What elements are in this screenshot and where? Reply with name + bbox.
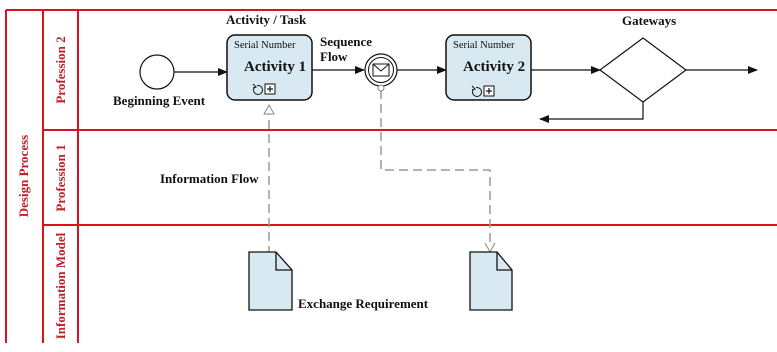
- activity-1-name: Activity 1: [244, 59, 307, 75]
- activity-2-name: Activity 2: [463, 59, 526, 75]
- loop-icon: [252, 83, 263, 95]
- information-flow-down: [377, 84, 496, 254]
- gateway-loop-back-flow: [539, 102, 644, 123]
- lane-label-profession-1: Profession 1: [53, 144, 68, 212]
- information-flow-label: Information Flow: [160, 171, 259, 186]
- bpmn-diagram: [5, 9, 777, 343]
- start-event-circle[interactable]: [139, 54, 175, 90]
- information-flow-up: [263, 103, 275, 262]
- message-event[interactable]: [364, 53, 398, 87]
- activity-2-serial: Serial Number: [453, 40, 515, 51]
- gateways-label: Gateways: [622, 13, 677, 28]
- activity-2-box[interactable]: [445, 34, 532, 101]
- pool-frame: [5, 9, 777, 343]
- sequence-flow-label: Sequence Flow: [320, 34, 372, 64]
- subprocess-plus-icon: [264, 83, 276, 95]
- lane-label-information-model: Information Model: [53, 232, 68, 340]
- activity-1-box[interactable]: [226, 34, 313, 101]
- subprocess-plus-icon: [483, 85, 495, 97]
- activity-1-serial: Serial Number: [234, 40, 296, 51]
- loop-icon: [471, 85, 482, 97]
- exchange-requirement-document-2[interactable]: [469, 251, 513, 311]
- gateway-diamond[interactable]: [598, 37, 688, 103]
- pool-label-design-process: Design Process: [16, 134, 31, 218]
- beginning-event-label: Beginning Event: [113, 93, 206, 108]
- lane-label-profession-2: Profession 2: [53, 36, 68, 104]
- activity-task-label: Activity / Task: [226, 12, 307, 27]
- exchange-requirement-document-1[interactable]: [248, 251, 293, 311]
- exchange-requirement-label: Exchange Requirement: [298, 296, 429, 311]
